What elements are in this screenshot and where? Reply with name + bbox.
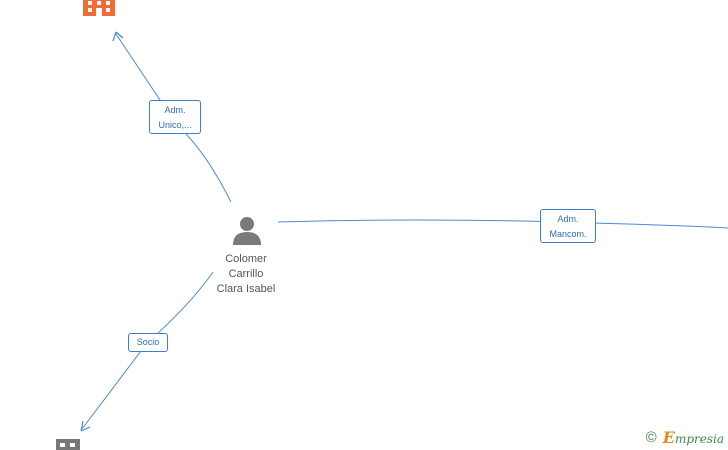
arrowhead-bottom — [80, 420, 91, 432]
person-name-line: Colomer — [225, 253, 267, 265]
logo-initial: E — [662, 428, 675, 447]
edge-label-line: Adm. — [557, 214, 579, 224]
person-name-line: Clara Isabel — [216, 283, 276, 295]
edge-label-line: Unico,... — [158, 120, 192, 130]
edge-label-line: Socio — [136, 337, 160, 347]
empresia-logo: Empresia — [663, 428, 724, 447]
empresia-watermark: © Empresia — [646, 428, 724, 447]
edge-label-socio[interactable]: Socio — [128, 333, 168, 352]
edge-label-line: Adm. — [164, 105, 186, 115]
bottom-company-building-icon[interactable] — [56, 439, 80, 450]
person-icon[interactable] — [233, 217, 261, 245]
person-name-label[interactable]: Colomer Carrillo Clara Isabel — [200, 252, 292, 297]
top-company-building-icon[interactable] — [83, 0, 115, 16]
copyright-icon: © — [645, 429, 657, 446]
edge-label-line: Mancom. — [549, 229, 587, 239]
logo-text: mpresia — [674, 432, 724, 446]
edge-adm-mancom — [277, 219, 728, 229]
edge-label-adm-mancom[interactable]: Adm. Mancom. — [540, 209, 596, 243]
edge-label-adm-unico[interactable]: Adm. Unico,... — [149, 100, 201, 134]
person-name-line: Carrillo — [228, 268, 264, 280]
arrowhead-top — [112, 31, 124, 42]
